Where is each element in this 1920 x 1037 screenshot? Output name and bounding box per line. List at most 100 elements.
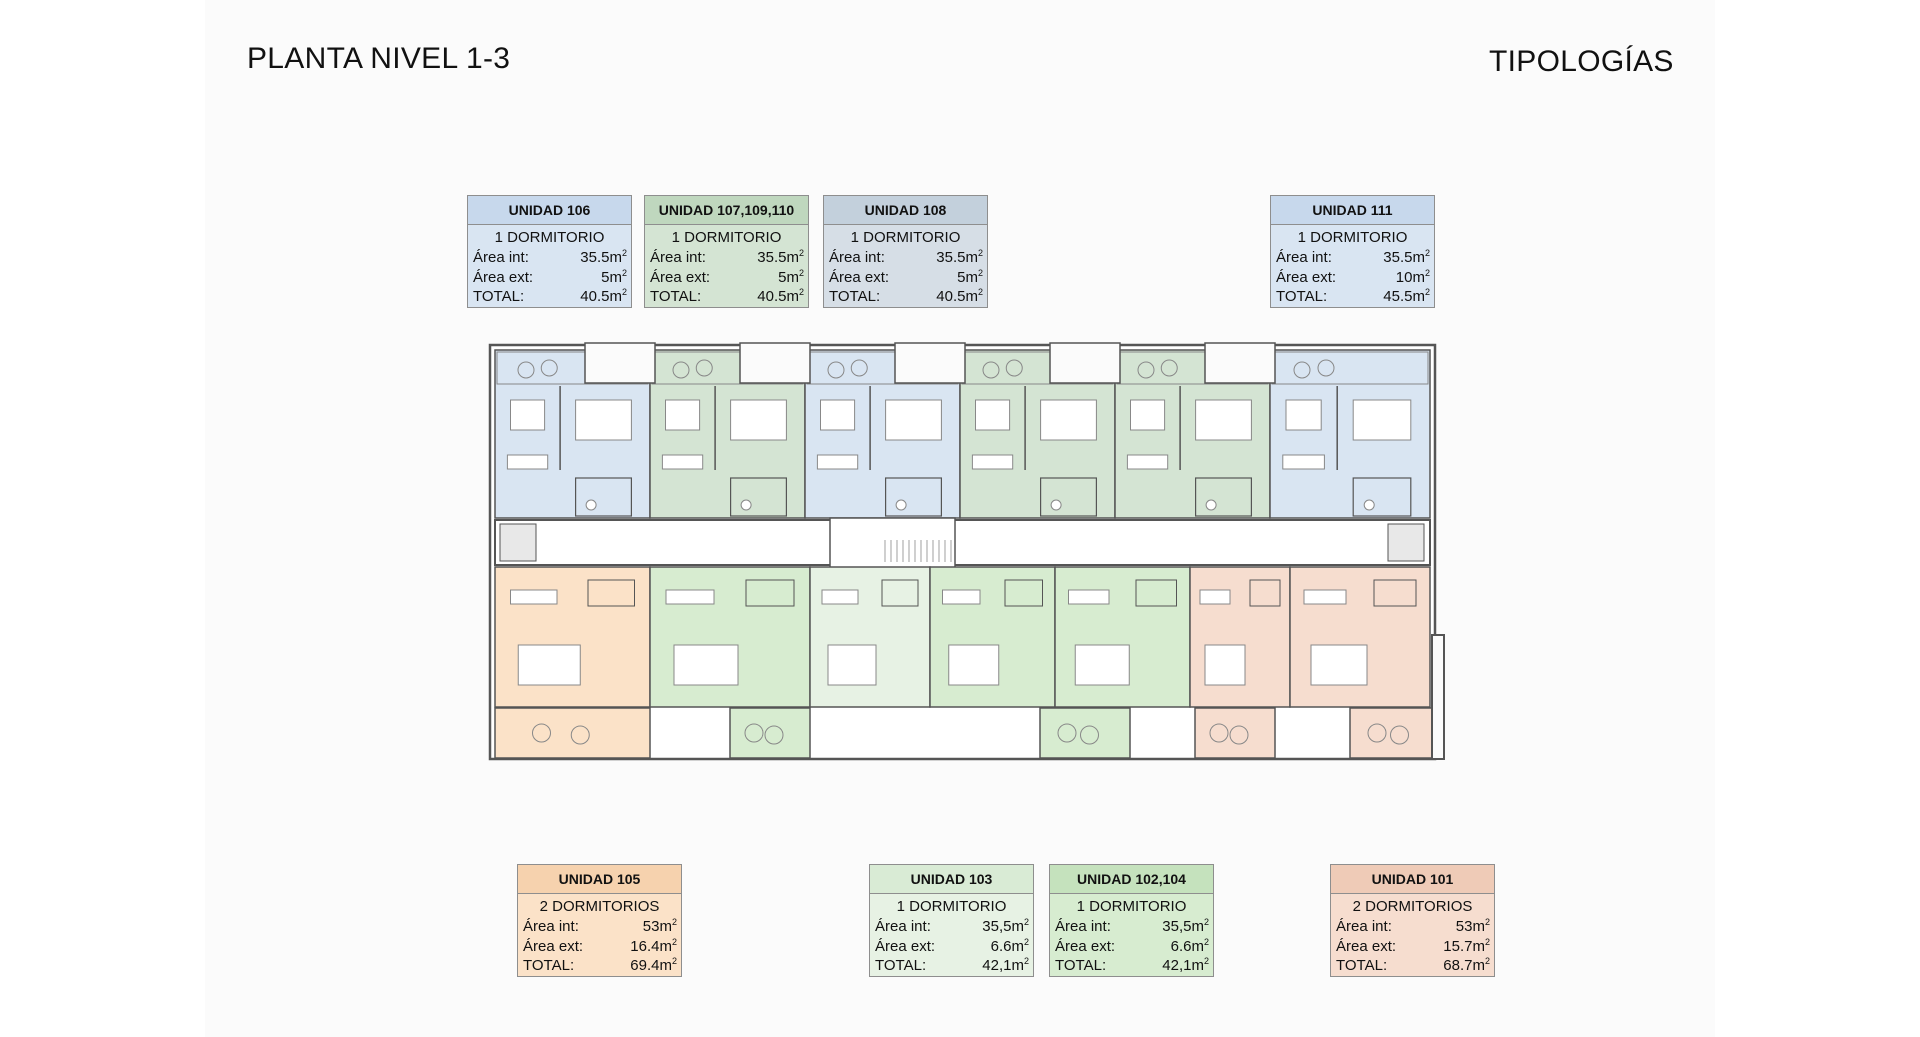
bottom-balcony (494, 707, 651, 759)
toilet (895, 499, 907, 511)
unit-card-108: UNIDAD 108 1 DORMITORIO Área int:35.5m2 … (823, 195, 988, 308)
total-label: TOTAL: (875, 957, 927, 974)
dining-table (510, 589, 558, 605)
unit-card-type: 1 DORMITORIO (1076, 898, 1187, 915)
bathroom (1004, 579, 1043, 607)
area-int-value: 35.5m (757, 249, 799, 266)
balcony-chair (827, 361, 845, 379)
balcony-chair (982, 361, 1000, 379)
unit-card-title: UNIDAD 108 (824, 196, 987, 225)
sofa (665, 399, 701, 431)
area-ext-value: 10m (1395, 268, 1425, 286)
sofa (1285, 399, 1322, 431)
bathroom (884, 477, 942, 517)
total-label: TOTAL: (523, 957, 575, 974)
facade-bump (1431, 634, 1445, 760)
dining-table (1199, 589, 1231, 605)
area-ext-label: Área ext: (523, 937, 584, 955)
total-label: TOTAL: (829, 288, 881, 305)
balcony-chair (1293, 361, 1311, 379)
balcony-chair (1080, 725, 1099, 745)
bottom-balcony (1039, 707, 1131, 759)
area-ext-value: 15.7m (1443, 937, 1485, 955)
bathroom (1039, 477, 1097, 517)
plan-title: PLANTA NIVEL 1-3 (247, 42, 511, 75)
dining-table (816, 454, 859, 470)
bed (885, 399, 942, 441)
bottom-balcony (1194, 707, 1276, 759)
sofa (975, 399, 1011, 431)
balcony-chair (1005, 359, 1023, 377)
balcony-chair (744, 723, 764, 743)
total-value: 40.5m (757, 288, 799, 305)
bathroom (1352, 477, 1412, 517)
balcony-chair (1367, 723, 1387, 743)
area-ext-label: Área ext: (829, 268, 890, 286)
unit-card-title: UNIDAD 111 (1271, 196, 1434, 225)
bed (1074, 644, 1130, 686)
dining-table (665, 589, 715, 605)
bathroom (745, 579, 795, 607)
balcony-chair (850, 359, 868, 377)
bed (1195, 399, 1252, 441)
unit-card-type: 1 DORMITORIO (1297, 229, 1408, 246)
corridor (494, 519, 1431, 566)
dining-table (1282, 454, 1325, 470)
unit-card-type: 1 DORMITORIO (896, 898, 1007, 915)
unit-card-105: UNIDAD 105 2 DORMITORIOS Área int:53m2 Á… (517, 864, 682, 977)
bathroom (729, 477, 787, 517)
unit-card-103: UNIDAD 103 1 DORMITORIO Área int:35,5m2 … (869, 864, 1034, 977)
elevator-right (1387, 523, 1425, 562)
area-int-label: Área int: (473, 249, 529, 266)
bed (827, 644, 877, 686)
bottom-balcony (1349, 707, 1441, 759)
area-int-value: 35.5m (936, 249, 978, 266)
bed (730, 399, 787, 441)
area-int-label: Área int: (523, 918, 579, 935)
area-int-label: Área int: (1055, 918, 1111, 935)
bathroom (587, 579, 635, 607)
total-label: TOTAL: (473, 288, 525, 305)
sofa (510, 399, 546, 431)
bed (1204, 644, 1246, 686)
area-int-value: 35.5m (580, 249, 622, 266)
unit-card-type: 1 DORMITORIO (850, 229, 961, 246)
facade-notch (584, 342, 656, 384)
unit-card-102-104: UNIDAD 102,104 1 DORMITORIO Área int:35,… (1049, 864, 1214, 977)
facade-notch (894, 342, 966, 384)
area-ext-value: 16.4m (630, 937, 672, 955)
total-label: TOTAL: (1055, 957, 1107, 974)
dining-table (821, 589, 859, 605)
facade-notch (739, 342, 811, 384)
balcony-chair (1317, 359, 1335, 377)
bed (1040, 399, 1097, 441)
dining-table (1303, 589, 1347, 605)
total-value: 42,1m (982, 957, 1024, 974)
toilet (1363, 499, 1375, 511)
bed (1352, 399, 1412, 441)
area-int-label: Área int: (875, 918, 931, 935)
bathroom (1373, 579, 1417, 607)
bed (1310, 644, 1368, 686)
balcony-chair (532, 723, 551, 743)
area-ext-value: 5m (778, 268, 799, 286)
total-value: 45.5m (1383, 288, 1425, 305)
bathroom (574, 477, 632, 517)
dining-table (1126, 454, 1169, 470)
total-label: TOTAL: (1276, 288, 1328, 305)
balcony-chair (540, 359, 558, 377)
balcony-chair (1390, 725, 1409, 745)
area-ext-label: Área ext: (473, 268, 534, 286)
unit-card-title: UNIDAD 101 (1331, 865, 1494, 894)
balcony-chair (517, 361, 535, 379)
area-ext-value: 6.6m (990, 937, 1024, 955)
facade-notch (1049, 342, 1121, 384)
bed (673, 644, 739, 686)
unit-card-101: UNIDAD 101 2 DORMITORIOS Área int:53m2 Á… (1330, 864, 1495, 977)
unit-card-type: 2 DORMITORIOS (1352, 898, 1473, 915)
bathroom (1135, 579, 1177, 607)
balcony-chair (672, 361, 690, 379)
area-ext-value: 6.6m (1170, 937, 1204, 955)
total-value: 40.5m (936, 288, 978, 305)
